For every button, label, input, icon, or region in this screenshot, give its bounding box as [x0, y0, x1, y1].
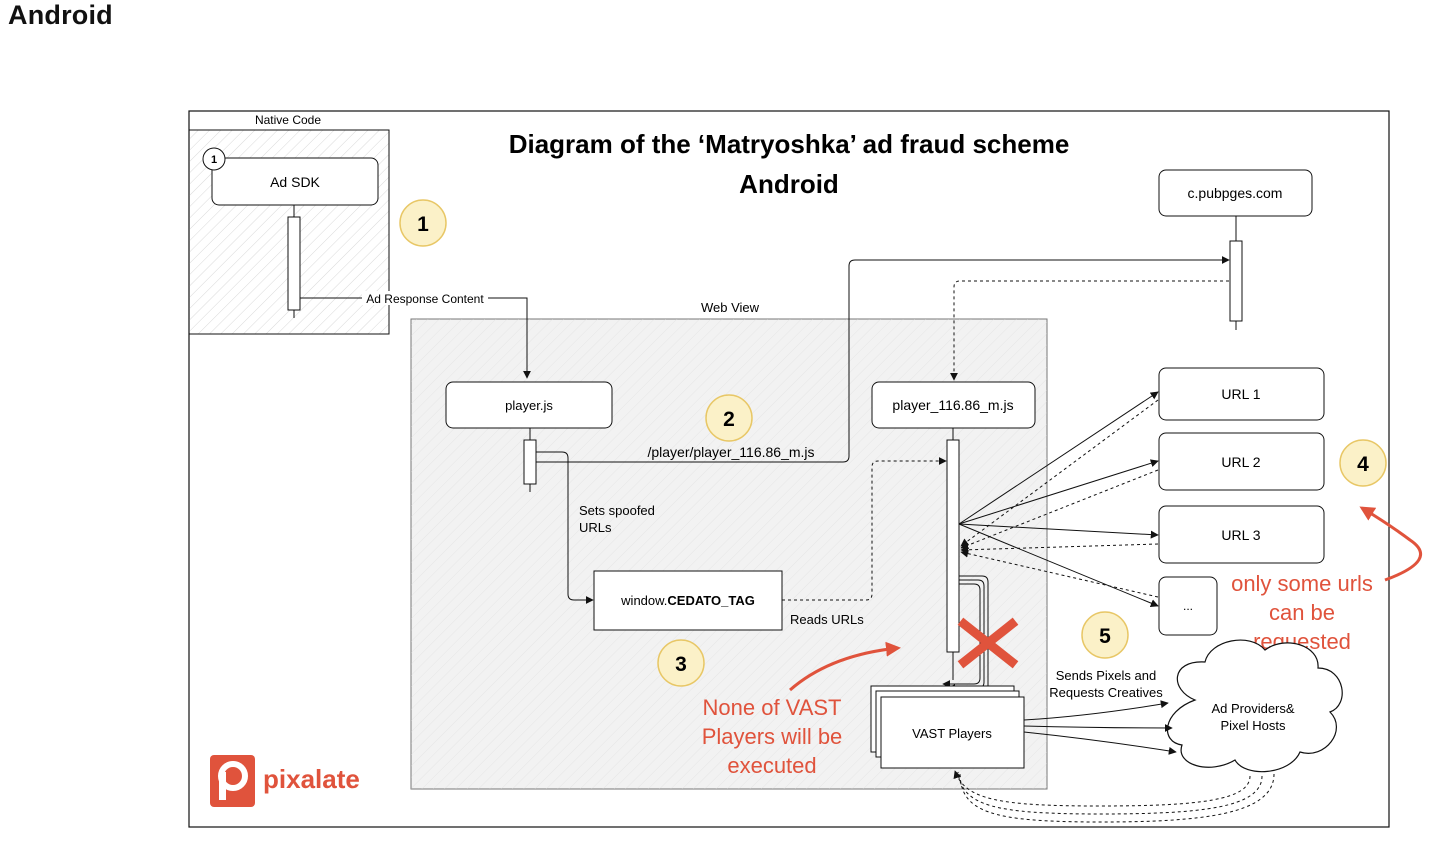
none-of-vast-text-3: executed — [727, 753, 816, 778]
ad-sdk-label: Ad SDK — [270, 174, 320, 190]
pixalate-logo: pixalate — [210, 755, 360, 807]
url-more-node — [1158, 576, 1218, 636]
url-3-label: URL 3 — [1221, 527, 1260, 543]
diagram-title-line2: Android — [739, 169, 839, 199]
diagram-title-line1: Diagram of the ‘Matryoshka’ ad fraud sch… — [509, 129, 1070, 159]
cloud-to-vast-arrows — [953, 770, 1275, 823]
ad-response-label: Ad Response Content — [366, 292, 484, 306]
svg-text:3: 3 — [675, 653, 687, 676]
player-js-label: player.js — [505, 398, 553, 413]
c-pubpges-lifeline — [1229, 240, 1243, 322]
svg-text:1: 1 — [211, 154, 217, 166]
step-1-badge — [399, 199, 447, 247]
page-heading: Android — [8, 0, 113, 30]
step-2-badge — [705, 394, 753, 442]
only-some-text-1: only some urls — [1231, 571, 1373, 596]
url-2-node — [1158, 432, 1325, 491]
sets-spoofed-label-1: Sets spoofed — [579, 503, 655, 518]
vast-players-node: VAST Players — [870, 685, 1025, 769]
ad-sdk-marker — [202, 147, 226, 171]
none-of-vast-text-1: None of VAST — [703, 695, 842, 720]
reads-urls-label: Reads URLs — [790, 612, 864, 627]
sends-pixels-label-1: Sends Pixels and — [1056, 668, 1156, 683]
url-1-label: URL 1 — [1221, 386, 1260, 402]
svg-text:1: 1 — [417, 213, 429, 236]
c-pubpges-label: c.pubpges.com — [1188, 185, 1283, 201]
step-3-badge — [657, 639, 705, 687]
player-js-node — [445, 381, 613, 429]
cedato-tag-node — [593, 570, 783, 631]
url-request-arrows — [958, 391, 1159, 607]
player-path-label: /player/player_116.86_m.js — [647, 444, 814, 460]
native-code-label: Native Code — [255, 113, 321, 127]
ad-providers-cloud — [1166, 639, 1343, 773]
only-some-arrow — [1359, 506, 1423, 582]
url-1-node — [1158, 367, 1325, 421]
ad-sdk-node — [211, 157, 379, 206]
blocked-x-icon — [957, 617, 1019, 669]
vast-players-label: VAST Players — [912, 726, 992, 741]
url-response-arrows — [960, 399, 1159, 598]
none-of-vast-text-2: Players will be — [702, 724, 843, 749]
ad-providers-label-2: Pixel Hosts — [1220, 718, 1286, 733]
none-of-vast-arrow — [789, 641, 901, 692]
web-view-label: Web View — [701, 300, 760, 315]
svg-text:4: 4 — [1357, 453, 1369, 476]
player-116-label: player_116.86_m.js — [892, 397, 1013, 413]
only-some-text-2: can be — [1269, 600, 1335, 625]
vast-to-cloud-arrows — [1023, 700, 1177, 755]
pixalate-logo-text: pixalate — [263, 764, 360, 794]
sends-pixels-label-2: Requests Creatives — [1049, 685, 1163, 700]
sets-spoofed-label-2: URLs — [579, 520, 612, 535]
url-more-label: ... — [1183, 599, 1193, 613]
url-2-label: URL 2 — [1221, 454, 1260, 470]
cedato-tag-label: window.CEDATO_TAG — [620, 593, 755, 608]
ad-sdk-lifeline — [287, 216, 301, 311]
step-5-badge — [1081, 611, 1129, 659]
url-3-node — [1158, 505, 1325, 564]
svg-text:5: 5 — [1099, 625, 1111, 648]
player-js-lifeline — [523, 439, 537, 485]
step-4-badge — [1339, 439, 1387, 487]
player-116-lifeline — [946, 439, 960, 653]
svg-text:2: 2 — [723, 408, 735, 431]
ad-providers-label-1: Ad Providers& — [1211, 701, 1294, 716]
